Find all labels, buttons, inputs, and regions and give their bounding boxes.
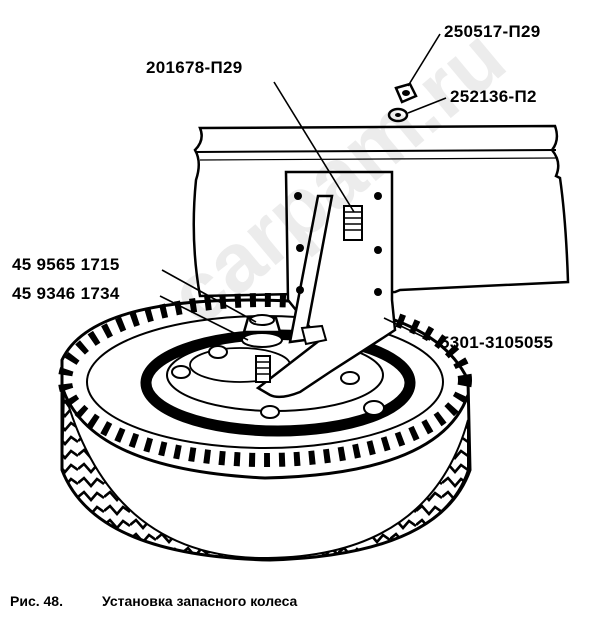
figure-number: Рис. 48.	[10, 593, 63, 609]
label-washer-lower: 45 9346 1734	[12, 284, 120, 303]
label-bolt: 201678-П29	[146, 58, 243, 77]
label-nut-lower: 45 9565 1715	[12, 255, 120, 274]
label-bracket: 5301-3105055	[440, 333, 554, 352]
label-washer-top: 252136-П2	[450, 87, 537, 106]
bracket-bolt	[343, 205, 363, 241]
wheel-nut-assembly	[241, 314, 283, 383]
leader-lines	[159, 33, 447, 341]
label-nut-top: 250517-П29	[444, 22, 541, 41]
loose-nut-washer	[387, 82, 418, 123]
figure-title: Установка запасного колеса	[102, 593, 298, 609]
figure-caption: Рис. 48. Установка запасного колеса	[10, 593, 297, 609]
